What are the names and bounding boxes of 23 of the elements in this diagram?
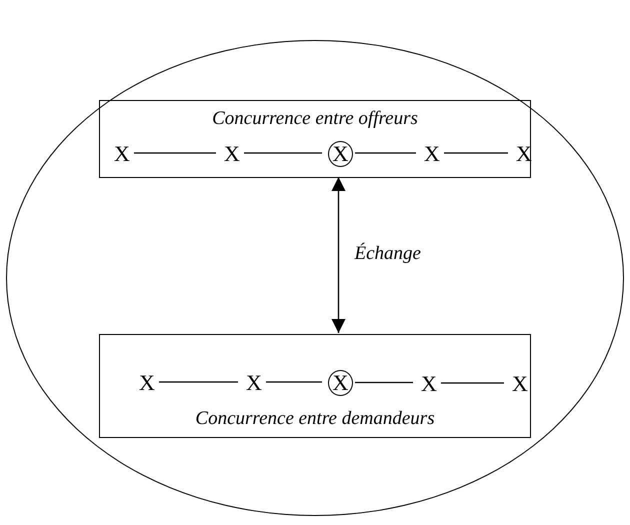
agent-label: X: [137, 372, 157, 394]
circled-agent-label: X: [328, 141, 353, 167]
connector-line: [244, 152, 322, 154]
connector-line: [355, 382, 413, 384]
connector-line: [441, 382, 504, 384]
agent-label: X: [510, 373, 530, 395]
connector-line: [159, 381, 238, 383]
group-box: [99, 100, 531, 178]
group-title: Concurrence entre offreurs: [211, 108, 419, 130]
connector-line: [444, 152, 508, 154]
agent-label: X: [422, 143, 442, 165]
group-title: Concurrence entre demandeurs: [194, 408, 436, 430]
connector-line: [266, 381, 322, 383]
group-box: [99, 334, 531, 438]
edge-label: Échange: [354, 243, 421, 265]
agent-label: X: [419, 373, 439, 395]
connector-line: [134, 152, 216, 154]
agent-label: X: [244, 372, 264, 394]
circled-agent-label: X: [328, 370, 353, 396]
double-arrow: [332, 177, 346, 333]
connector-line: [355, 152, 416, 154]
agent-label: X: [222, 143, 242, 165]
agent-label: X: [112, 143, 132, 165]
